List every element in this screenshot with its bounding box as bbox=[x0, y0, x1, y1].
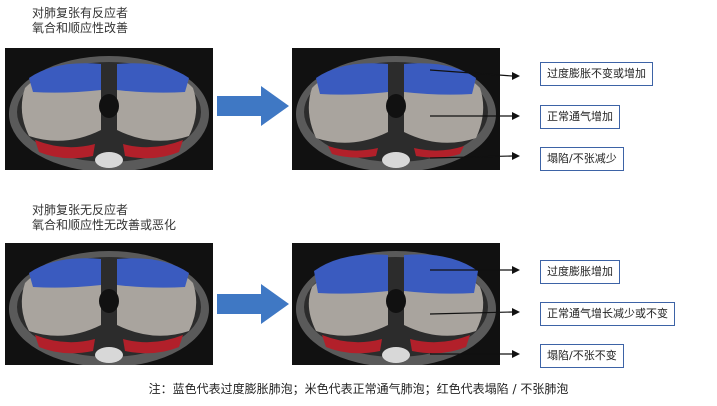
label-bottom-normal: 正常通气增长减少或不变 bbox=[540, 302, 675, 326]
right-arrow-icon bbox=[217, 86, 289, 126]
pointer-arrows-top bbox=[430, 69, 520, 160]
top-title-line2: 氧合和顺应性改善 bbox=[32, 21, 129, 35]
ct-scan-top-before bbox=[5, 48, 213, 170]
label-top-normal: 正常通气增加 bbox=[540, 105, 620, 129]
label-top-overdistension: 过度膨胀不变或增加 bbox=[540, 62, 653, 86]
ct-scan-bottom-after bbox=[292, 243, 500, 365]
label-top-collapse: 塌陷/不张减少 bbox=[540, 147, 624, 171]
legend-note: 注：蓝色代表过度膨胀肺泡；米色代表正常通气肺泡；红色代表塌陷 / 不张肺泡 bbox=[148, 382, 569, 396]
top-title: 对肺复张有反应者 氧合和顺应性改善 bbox=[32, 6, 128, 36]
top-title-line1: 对肺复张有反应者 bbox=[32, 6, 129, 20]
label-bottom-collapse: 塌陷/不张不变 bbox=[540, 344, 624, 368]
bottom-title: 对肺复张无反应者 氧合和顺应性无改善或恶化 bbox=[32, 203, 176, 233]
ct-scan-image bbox=[9, 56, 209, 170]
bottom-title-line2: 氧合和顺应性无改善或恶化 bbox=[32, 218, 177, 232]
pointer-arrows-bottom bbox=[430, 266, 520, 358]
ct-scan-top-after bbox=[292, 48, 500, 170]
ct-scan-image bbox=[9, 251, 209, 365]
bottom-title-line1: 对肺复张无反应者 bbox=[32, 203, 129, 217]
ct-scan-bottom-before bbox=[5, 243, 213, 365]
ct-scan-image bbox=[296, 251, 496, 365]
right-arrow-icon bbox=[217, 284, 289, 324]
label-bottom-overdistension: 过度膨胀增加 bbox=[540, 260, 620, 284]
ct-scan-image bbox=[296, 56, 496, 170]
